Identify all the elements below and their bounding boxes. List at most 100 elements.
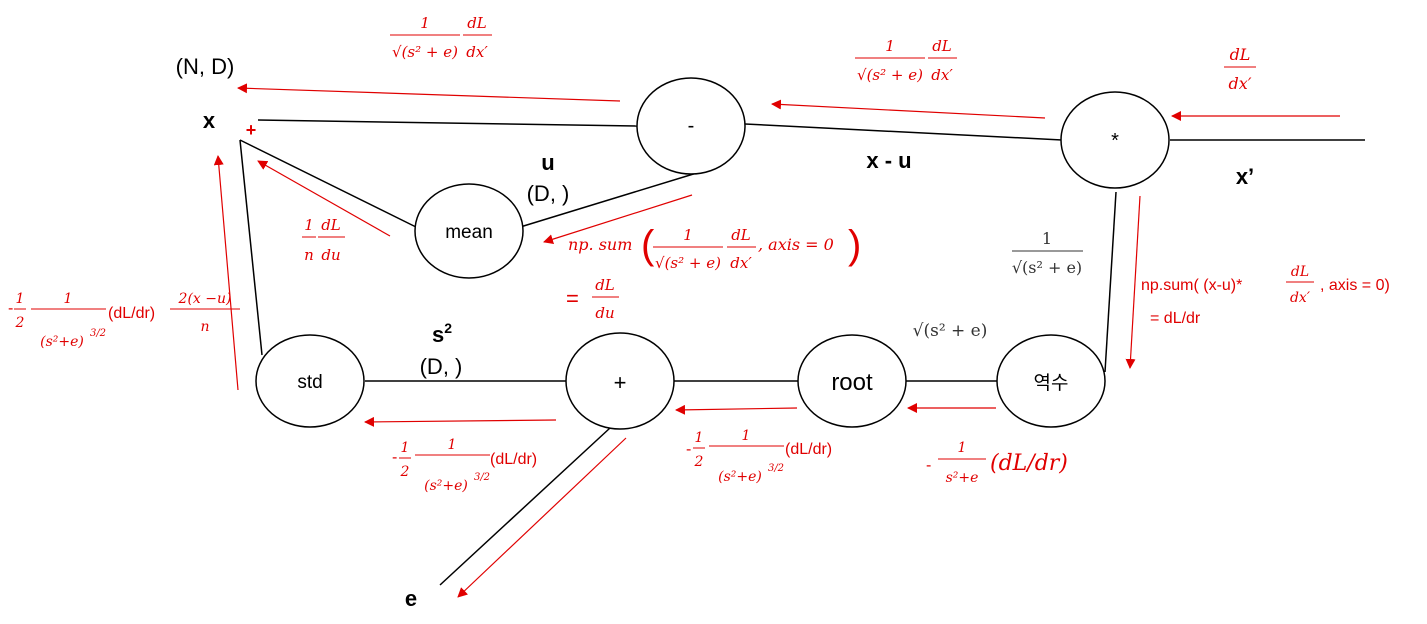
u-label: u (541, 150, 554, 175)
grad-left-half-num: 1 (16, 291, 25, 307)
grad-npsum-frac-den: √(s² + e) (655, 254, 721, 272)
grad-eq-dl: dL (595, 276, 615, 294)
grad-left-half-den: 2 (15, 315, 25, 331)
grad-plus-sign: - (686, 441, 691, 458)
grad-eq-du: = dL du (566, 276, 619, 322)
node-minus-label: - (688, 115, 695, 137)
grad-arrow-minus-to-x (237, 83, 621, 102)
grad-recip-dldr: (dL/dr) (990, 451, 1068, 476)
grad-top-mid-num: 1 (885, 37, 895, 55)
grad-npsum-u: np. sum ( 1 √(s² + e) dL dx′ , axis = 0 … (568, 223, 861, 272)
grad-top-left-den: √(s² + e) (392, 43, 458, 61)
grad-std-half-num: 1 (401, 440, 410, 456)
s2-shape-label: (D, ) (420, 354, 463, 379)
grad-top-mid-dl: dL (932, 37, 952, 55)
node-minus: - (636, 77, 746, 175)
grad-arrow-mult-to-recip (1125, 195, 1141, 369)
x-minus-u-label: x - u (866, 148, 911, 173)
grad-recip: - 1 s²+e (dL/dr) (926, 440, 1068, 486)
grad-recip-den: s²+e (946, 470, 979, 486)
recip-forward-den: √(s² + e) (1012, 258, 1082, 277)
grad-std-frac-den: (s²+e) (424, 478, 468, 494)
grad-npsum-dl: dL (731, 226, 751, 244)
grad-top-mid-dx: dx′ (931, 66, 953, 84)
grad-top-right: dL dx′ (1224, 45, 1256, 93)
grad-arrow-mean-to-x (257, 160, 391, 237)
grad-top-left-dx: dx′ (466, 43, 488, 61)
edge-x-to-std (239, 139, 263, 356)
grad-npsum-dx: dx′ (730, 254, 752, 272)
grad-arrow-minus-to-mean (543, 194, 693, 245)
grad-mean-dl: dL (321, 216, 341, 234)
grad-arrow-root-to-plus (675, 404, 798, 415)
grad-dr: np.sum( (x-u)* dL dx′ , axis = 0) = dL/d… (1141, 264, 1390, 327)
grad-std-half-den: 2 (400, 464, 410, 480)
grad-top-right-den: dx′ (1229, 74, 1252, 93)
node-root-label: root (831, 369, 873, 396)
grad-arrow-plus-to-std (364, 416, 557, 427)
grad-mean-den: n (304, 246, 314, 264)
forward-recip-label: 1 √(s² + e) (1012, 229, 1083, 277)
edge-x-to-minus (257, 119, 638, 127)
grad-left-tail-num: 2(x −u) (178, 291, 232, 307)
e-label: e (405, 586, 417, 611)
grad-left-tail-den: n (200, 319, 209, 335)
node-root: root (797, 334, 907, 428)
grad-std-dldr: (dL/dr) (490, 451, 537, 468)
grad-top-left: 1 √(s² + e) dL dx′ (390, 14, 492, 61)
grad-plus-frac-den: (s²+e) (718, 469, 762, 485)
grad-mean: 1 n dL du (302, 216, 345, 264)
edge-recip-to-mult (1104, 191, 1117, 373)
grad-arrow-std-to-x (213, 155, 239, 391)
node-multiply: * (1060, 91, 1170, 189)
grad-left-dldr: (dL/dr) (108, 305, 155, 322)
grad-recip-num: 1 (958, 440, 967, 456)
grad-mean-num: 1 (304, 216, 314, 234)
edge-x-to-mean (239, 139, 419, 229)
grad-arrow-mult-to-minus (771, 99, 1046, 119)
grad-npsum-frac-num: 1 (683, 226, 693, 244)
grad-left-frac-num: 1 (64, 291, 73, 307)
grad-left-frac-exp: 3/2 (90, 328, 106, 339)
edge-e-to-plus (439, 427, 611, 586)
edge-minus-to-mult (744, 123, 1063, 141)
edge-mean-to-minus (516, 171, 701, 229)
gradient-arrows (213, 83, 1340, 598)
root-forward-label: √(s² + e) (913, 321, 988, 341)
graph-edges (239, 119, 1365, 586)
grad-plus-dldr: (dL/dr) (785, 441, 832, 458)
grad-top-left-dl: dL (467, 14, 487, 32)
grad-dr-dl: dL (1291, 264, 1309, 280)
grad-arrow-plus-to-e (457, 437, 627, 598)
node-multiply-label: * (1111, 130, 1119, 152)
grad-npsum-suffix: , axis = 0 (758, 235, 834, 254)
grad-plus-frac-num: 1 (742, 428, 751, 444)
node-std: std (255, 334, 365, 428)
grad-left-frac-den: (s²+e) (40, 334, 84, 350)
grad-eq-du: du (595, 304, 614, 322)
variable-labels: (N, D) x + u (D, ) x - u x’ s2 (D, ) e (176, 54, 1255, 611)
grad-plus-half-den: 2 (694, 454, 704, 470)
recip-forward-num: 1 (1042, 229, 1052, 248)
grad-dr-result: = dL/dr (1150, 310, 1201, 327)
node-plus-label: + (614, 370, 627, 395)
x-label: x (203, 108, 216, 133)
x-prime-label: x’ (1236, 164, 1254, 189)
grad-mean-du: du (321, 246, 340, 264)
grad-npsum-rparen: ) (848, 223, 861, 267)
grad-dr-suffix: , axis = 0) (1320, 277, 1390, 294)
grad-dr-prefix: np.sum( (x-u)* (1141, 277, 1242, 294)
grad-std-frac-num: 1 (448, 437, 457, 453)
grad-top-left-num: 1 (420, 14, 430, 32)
grad-std-frac-exp: 3/2 (474, 472, 490, 483)
grad-npsum-prefix: np. sum (568, 235, 632, 254)
x-shape-label: (N, D) (176, 54, 235, 79)
grad-std: - 1 2 1 (s²+e) 3/2 (dL/dr) (392, 437, 537, 494)
grad-left-sign: - (8, 300, 13, 317)
node-mean-label: mean (445, 222, 493, 243)
grad-recip-sign: - (926, 457, 931, 474)
grad-plus: - 1 2 1 (s²+e) 3/2 (dL/dr) (686, 428, 832, 485)
grad-top-right-num: dL (1230, 45, 1251, 64)
x-branch-plus: + (246, 120, 257, 140)
